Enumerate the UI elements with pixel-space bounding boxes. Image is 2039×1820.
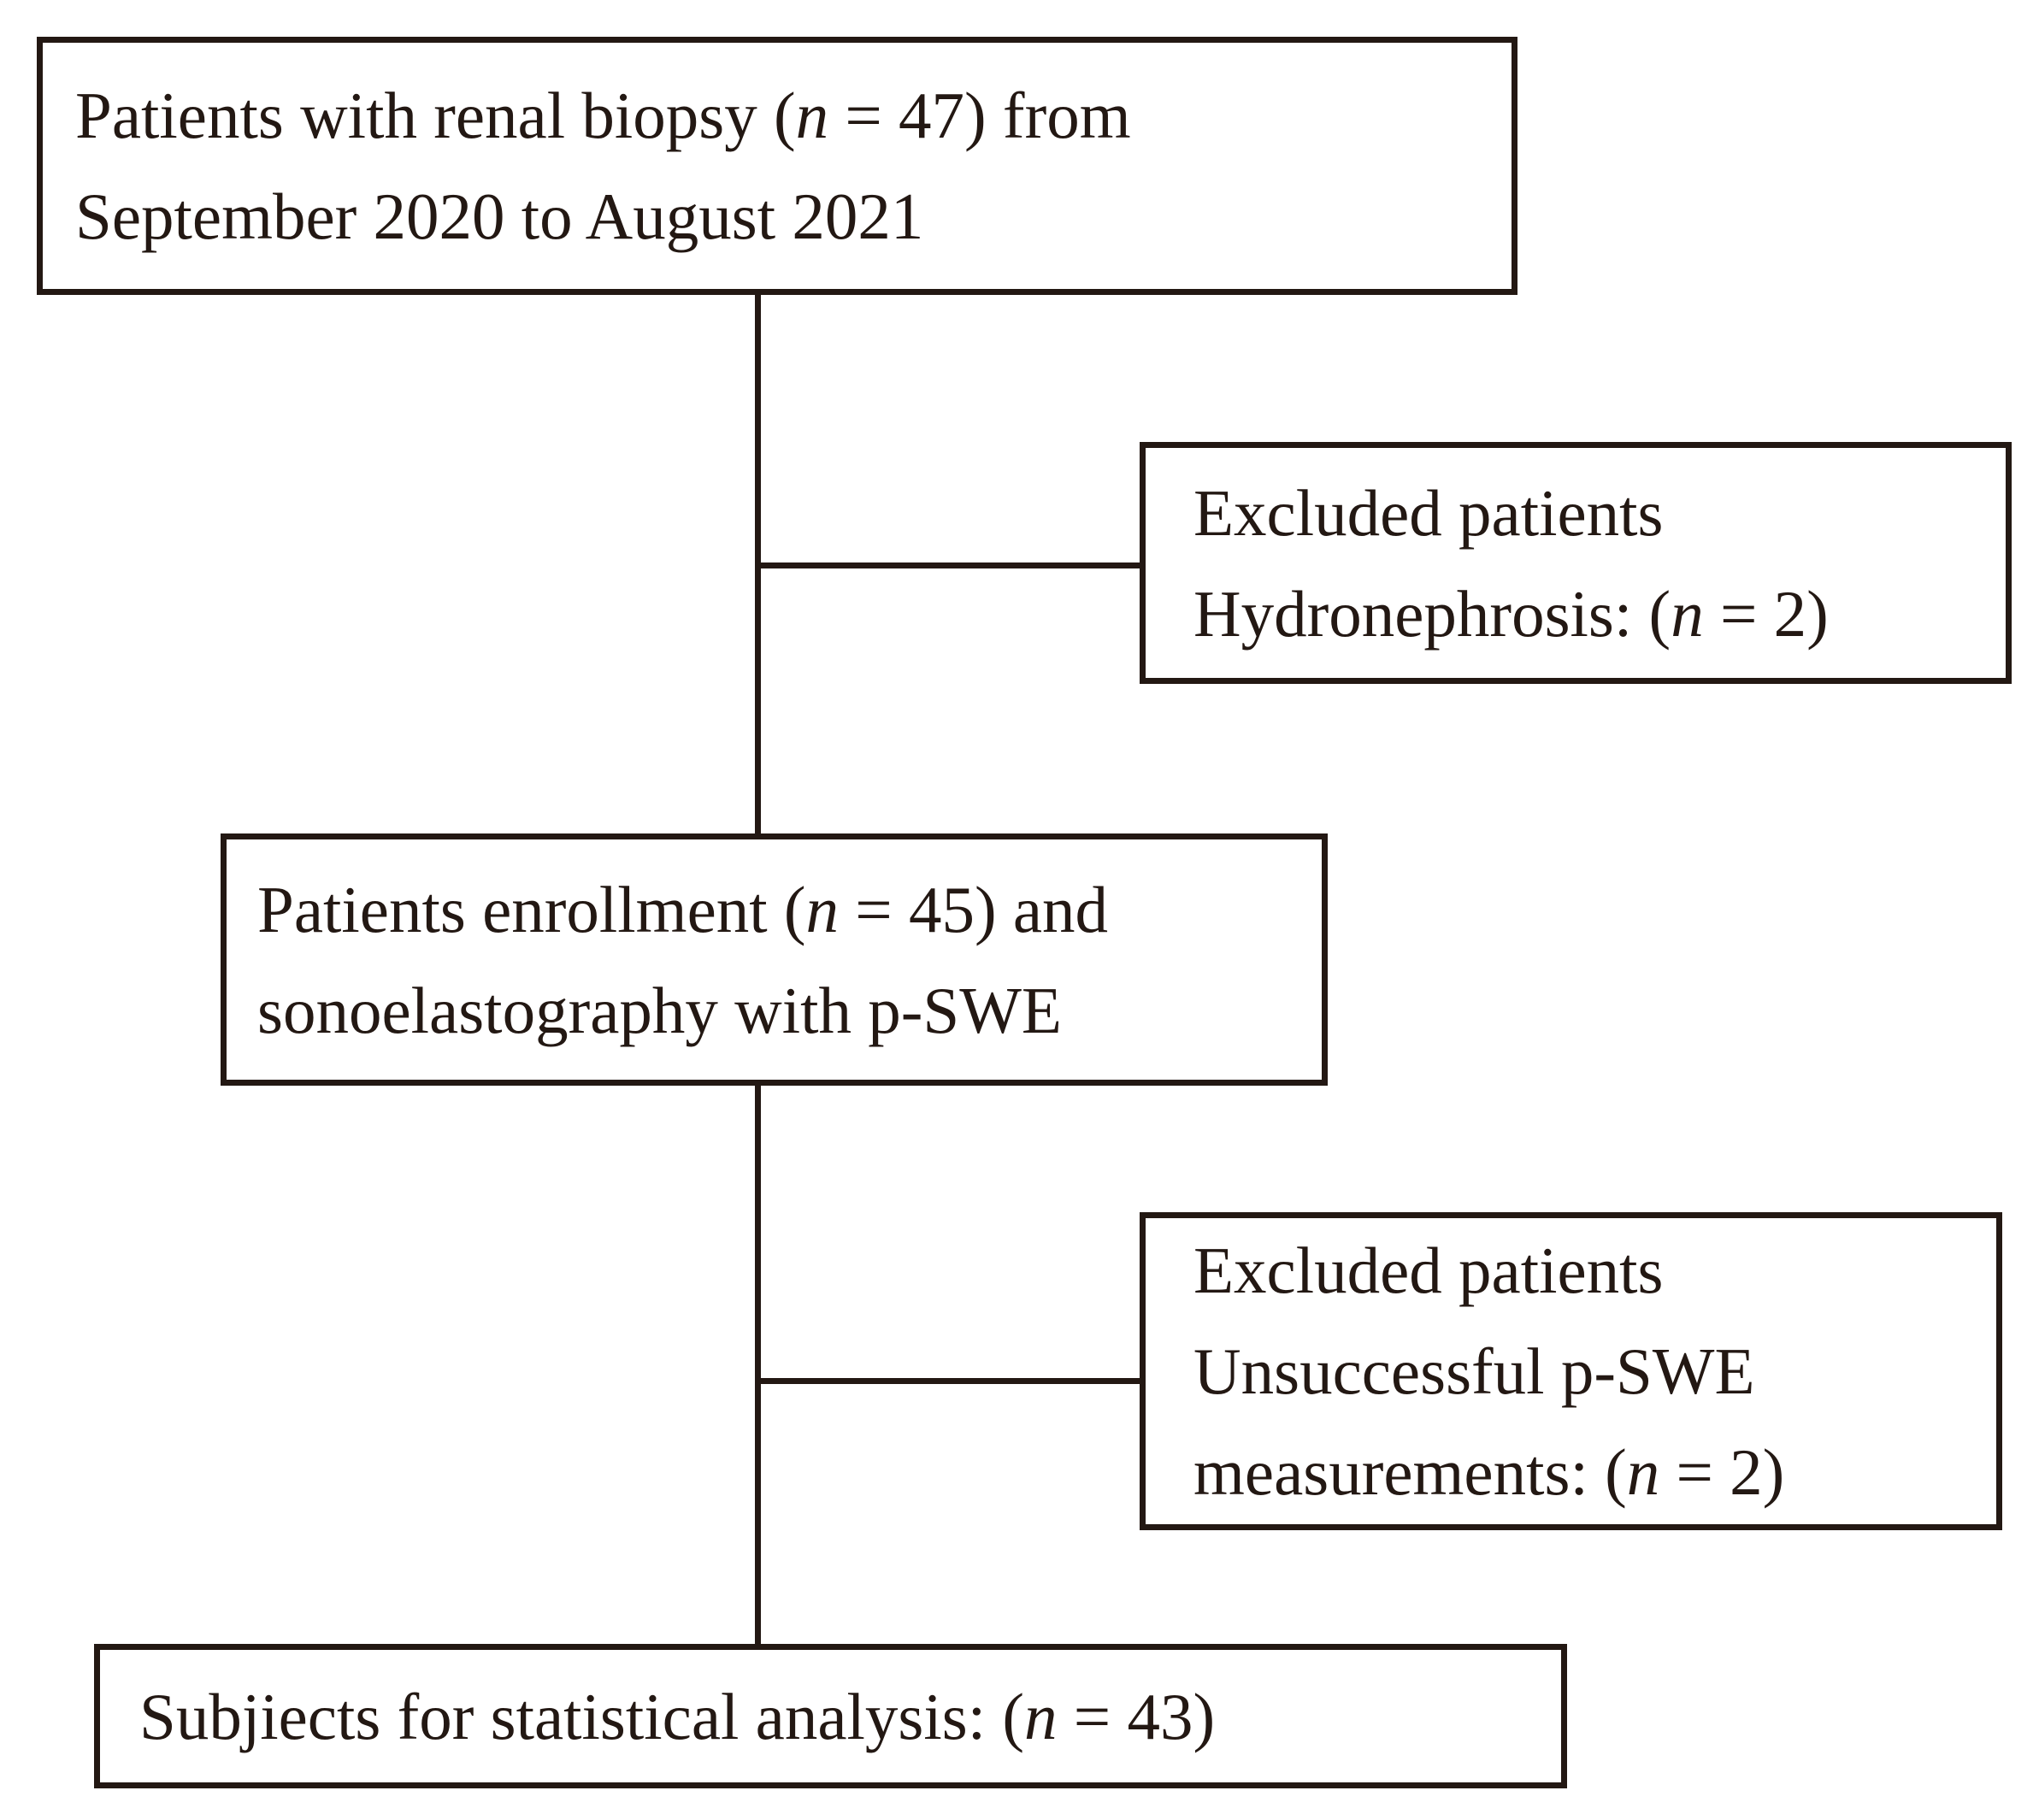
connector-vertical-lower — [755, 1086, 761, 1644]
flowchart-box-excluded-hydronephrosis: Excluded patients Hydronephrosis: (n = 2… — [1140, 442, 2012, 684]
box-text-line: Unsuccessful p-SWE — [1193, 1334, 1755, 1408]
box-text-line: September 2020 to August 2021 — [75, 180, 924, 253]
connector-branch-excluded-2 — [755, 1378, 1140, 1384]
box-text-line: measurements: (n = 2) — [1193, 1435, 1785, 1509]
flowchart-box-renal-biopsy: Patients with renal biopsy (n = 47) from… — [37, 37, 1517, 295]
box-text-line: Subjiects for statistical analysis: (n =… — [139, 1679, 1216, 1753]
box-text-line: Patients enrollment (n = 45) and — [257, 872, 1109, 946]
flowchart-box-enrollment: Patients enrollment (n = 45) and sonoela… — [221, 833, 1328, 1086]
flowchart-box-statistical-analysis: Subjiects for statistical analysis: (n =… — [94, 1644, 1567, 1788]
box-text-line: Excluded patients — [1193, 475, 1664, 550]
box-text-line: sonoelastography with p-SWE — [257, 973, 1062, 1047]
flowchart-box-excluded-unsuccessful-pswe: Excluded patients Unsuccessful p-SWE mea… — [1140, 1212, 2002, 1530]
box-text-line: Hydronephrosis: (n = 2) — [1193, 576, 1829, 651]
box-text-line: Excluded patients — [1193, 1234, 1664, 1307]
connector-branch-excluded-1 — [755, 562, 1140, 568]
box-text-line: Patients with renal biopsy (n = 47) from — [75, 79, 1131, 152]
